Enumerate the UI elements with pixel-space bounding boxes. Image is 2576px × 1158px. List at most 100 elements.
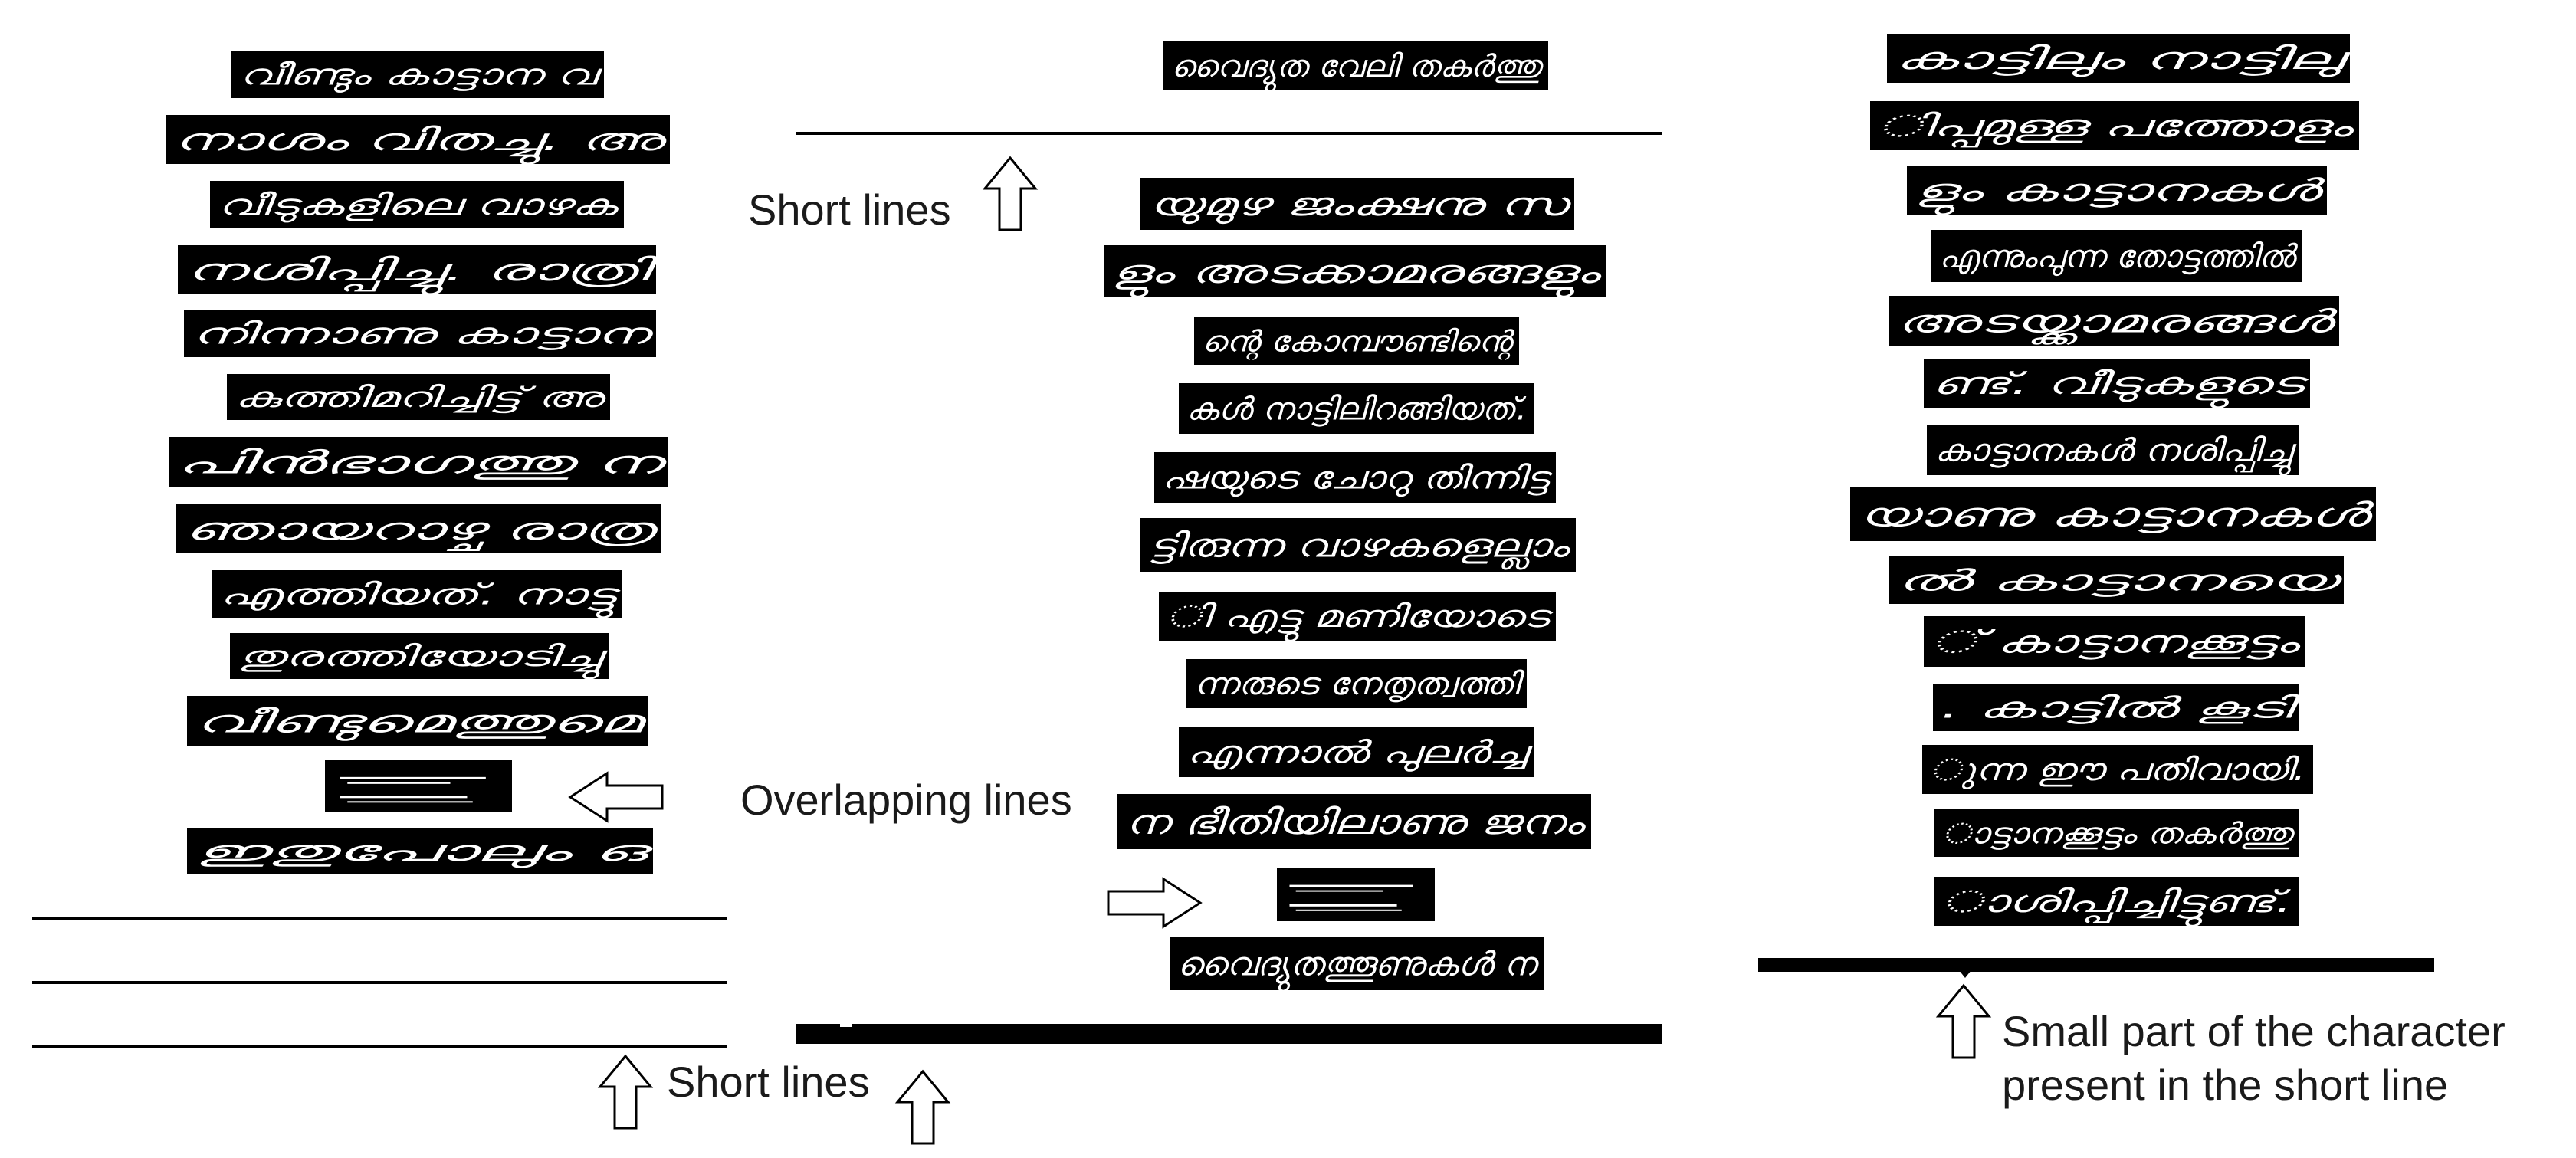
left-line-block	[166, 115, 670, 164]
middle-line-block	[1170, 937, 1544, 990]
right-line-block	[1931, 230, 2302, 282]
right-line-block	[1922, 745, 2313, 794]
right-line-text: ് കാട്ടാനക്കൂട്ടം	[1931, 624, 2302, 661]
stroke-fragment	[840, 1022, 852, 1027]
left-divider-line	[32, 1045, 727, 1048]
middle-overlap-scribble	[1295, 890, 1383, 892]
middle-line-block	[1117, 794, 1591, 849]
left-line-block	[212, 570, 622, 618]
middle-line-block	[1163, 41, 1548, 90]
left-line-text: വീണ്ടുമെത്തുമെ	[195, 704, 651, 742]
right-line-text: ണ്ട്. വീടുകളുടെ	[1931, 366, 2310, 408]
right-line-block	[1870, 101, 2359, 150]
left-line-block	[210, 181, 624, 228]
right-line-block	[1889, 296, 2339, 346]
middle-overlap-block	[1277, 868, 1435, 921]
left-overlap-scribble	[340, 796, 468, 799]
right-line-block	[1924, 616, 2305, 667]
middle-line-block	[1159, 592, 1556, 641]
label-small-part-line1: Small part of the character	[2002, 1007, 2505, 1055]
arrow-right-overlap	[1107, 877, 1203, 929]
left-line-block	[176, 504, 661, 553]
left-line-text: നശിപ്പിച്ചു. രാത്രി	[185, 253, 660, 295]
middle-line-text: ന ഭീതിയിലാണു ജനം	[1125, 802, 1587, 842]
right-divider-line	[1758, 958, 2434, 972]
middle-divider-line	[796, 132, 1662, 135]
label-short-lines-mid: Short lines	[748, 185, 951, 234]
middle-line-block	[1194, 317, 1519, 365]
left-line-text: നിന്നാണു കാട്ടാന	[192, 317, 655, 351]
left-line-text: വീണ്ടും കാട്ടാന വ	[239, 58, 603, 93]
left-overlap-block	[325, 760, 512, 812]
middle-line-text: ഷയുടെ ചോറു തിന്നിട്ട	[1162, 460, 1553, 497]
middle-line-block	[1179, 727, 1534, 777]
right-line-text: ുന്ന ഈ പതിവായി.	[1930, 753, 2305, 789]
left-line-block	[178, 245, 656, 294]
left-divider-line	[32, 981, 727, 984]
left-line-text: ഞായറാഴ്ച രാത്ര	[184, 512, 661, 551]
right-line-block	[1927, 425, 2299, 475]
right-line-text: ളും കാട്ടാനകൾ	[1915, 173, 2326, 215]
left-line-block	[187, 828, 653, 874]
middle-line-block	[1140, 178, 1574, 230]
arrow-up-small-part	[1935, 983, 1992, 1059]
right-line-block	[1933, 684, 2299, 731]
middle-line-text: എന്നാൽ പുലർച്ച	[1186, 734, 1533, 773]
left-divider-line	[32, 917, 727, 920]
right-line-text: ാട്ടാനക്കൂട്ടം തകർത്തു	[1942, 817, 2296, 851]
middle-line-block	[1186, 659, 1527, 708]
left-line-text: നാശം വിതച്ചു. അ	[173, 123, 668, 165]
left-line-block	[231, 51, 604, 98]
arrow-up-short-lines-mid	[982, 156, 1039, 231]
left-line-block	[227, 374, 610, 420]
right-line-block	[1887, 34, 2350, 83]
middle-line-text: ി എട്ടു മണിയോടെ	[1167, 599, 1554, 641]
left-line-text: പിൻഭാഗത്തു ന	[176, 445, 669, 481]
arrow-up-short-lines-right	[894, 1069, 951, 1145]
arrow-left-overlap	[568, 771, 664, 823]
left-overlap-scribble	[340, 776, 486, 779]
right-line-block	[1850, 487, 2376, 541]
middle-line-text: യുമുഴ ജംക്ഷനു സ	[1148, 185, 1573, 225]
label-short-lines-bottom: Short lines	[667, 1058, 870, 1106]
middle-line-block	[1179, 383, 1534, 434]
left-overlap-scribble	[347, 782, 451, 784]
left-line-block	[169, 437, 668, 487]
middle-line-block	[1140, 518, 1576, 572]
left-line-text: ഇതുപോലും ഒ	[195, 835, 655, 869]
left-line-text: വീടുകളിലെ വാഴക	[218, 189, 619, 223]
right-line-text: ൽ കാട്ടാനയെ	[1896, 564, 2345, 598]
right-line-text: ിപ്പമുള്ള പത്തോളം	[1878, 109, 2356, 148]
right-line-text: കാട്ടിലും നാട്ടിലു	[1895, 41, 2351, 77]
middle-line-block	[1154, 452, 1556, 503]
middle-overlap-scribble	[1295, 909, 1402, 911]
middle-overlap-scribble	[1289, 884, 1413, 887]
left-overlap-scribble	[347, 801, 473, 803]
right-line-block	[1924, 359, 2310, 408]
right-line-text: യാണു കാട്ടാനകൾ	[1858, 496, 2375, 534]
right-line-block	[1889, 556, 2344, 604]
middle-overlap-scribble	[1289, 904, 1397, 907]
middle-line-block	[1104, 245, 1606, 297]
label-overlapping-lines: Overlapping lines	[740, 776, 1072, 824]
right-line-block	[1907, 166, 2327, 215]
arrow-up-short-lines-left	[597, 1054, 654, 1130]
middle-line-text: ന്നരുടെ നേതൃത്വത്തി	[1194, 667, 1525, 703]
stroke-fragment	[1959, 970, 1971, 978]
right-line-block	[1934, 809, 2299, 857]
right-line-text: എന്നുംപുന്ന തോട്ടത്തിൽ	[1939, 238, 2299, 277]
middle-line-text: ട്ടിരുന്ന വാഴകളെല്ലാം	[1148, 527, 1571, 569]
label-small-part-line2: present in the short line	[2002, 1061, 2449, 1109]
left-line-block	[187, 696, 648, 746]
right-line-block	[1934, 877, 2299, 926]
left-line-block	[184, 310, 656, 357]
right-line-text: അടയ്ക്കാമരങ്ങൾ	[1896, 303, 2338, 346]
middle-line-text: ന്റെ കോമ്പൗണ്ടിന്റെ	[1202, 325, 1515, 361]
left-line-text: കുത്തിമറിച്ചിട്ട് അ	[235, 381, 607, 414]
left-line-block	[230, 633, 609, 679]
middle-divider-line	[796, 1024, 1662, 1044]
middle-line-text: കൾ നാട്ടിലിറങ്ങിയത്.	[1186, 391, 1527, 428]
right-line-text: ാശിപ്പിച്ചിട്ടുണ്ട്.	[1942, 884, 2292, 927]
